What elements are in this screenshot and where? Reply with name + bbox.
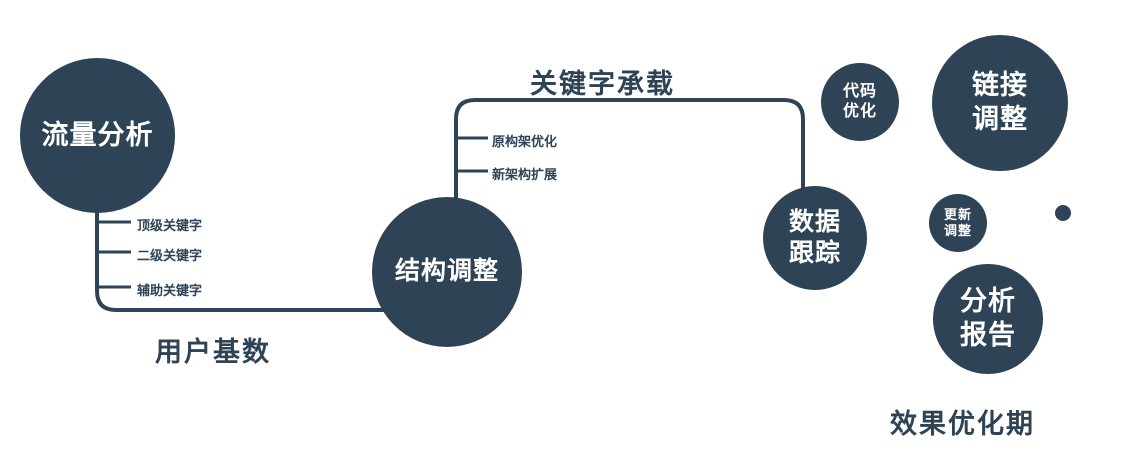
node-analysis-report: 分析 报告 bbox=[933, 264, 1043, 374]
node-update-adjust: 更新 调整 bbox=[929, 194, 987, 252]
node-code-optimize-label-line1: 代码 bbox=[842, 83, 877, 100]
node-structure-adjust-label: 结构调整 bbox=[394, 257, 499, 286]
node-code-optimize-label-line2: 优化 bbox=[842, 103, 877, 120]
node-link-adjust-label-line1: 链接 bbox=[972, 70, 1028, 101]
node-link-adjust-label-line2: 调整 bbox=[972, 104, 1028, 134]
node-analysis-report-label-line1: 分析 bbox=[960, 286, 1016, 317]
edge-label-user-base: 用户基数 bbox=[155, 337, 271, 367]
node-data-tracking-label-line2: 跟踪 bbox=[788, 239, 841, 267]
branch-label-new-arch: 新架构扩展 bbox=[492, 167, 558, 182]
node-update-adjust-label-line1: 更新 bbox=[943, 206, 972, 222]
node-traffic-analysis: 流量分析 bbox=[20, 58, 175, 213]
connector-structure-tracking bbox=[454, 98, 805, 215]
node-data-tracking-label-line1: 数据 bbox=[788, 207, 841, 236]
branch-label-aux-keywords: 辅助关键字 bbox=[137, 283, 203, 298]
connector-traffic-structure bbox=[95, 190, 400, 312]
branch-label-second-keywords: 二级关键字 bbox=[137, 248, 203, 263]
footer-phase-label: 效果优化期 bbox=[890, 409, 1035, 439]
node-code-optimize: 代码 优化 bbox=[821, 63, 899, 141]
node-structure-adjust: 结构调整 bbox=[372, 197, 522, 347]
branch-label-top-keywords: 顶级关键字 bbox=[137, 218, 203, 233]
node-data-tracking: 数据 跟踪 bbox=[763, 186, 867, 290]
node-update-adjust-label-line2: 调整 bbox=[943, 223, 972, 238]
node-analysis-report-label-line2: 报告 bbox=[960, 320, 1016, 350]
node-link-adjust: 链接 调整 bbox=[932, 35, 1068, 171]
branch-label-original-arch: 原构架优化 bbox=[492, 134, 558, 149]
node-traffic-analysis-label: 流量分析 bbox=[41, 119, 154, 150]
edge-label-keyword-carry: 关键字承载 bbox=[530, 69, 675, 99]
small-dot-marker bbox=[1055, 205, 1071, 221]
